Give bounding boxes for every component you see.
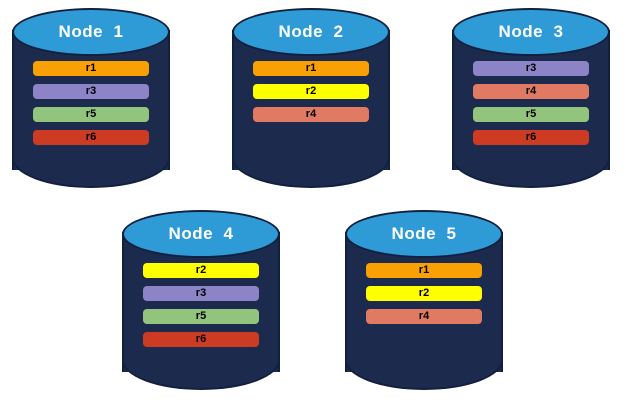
node-title-label: Node 2 xyxy=(278,22,344,41)
record-list: r1 r3 r5 r6 xyxy=(33,61,149,153)
record-label: r1 xyxy=(305,62,317,74)
record-label: r4 xyxy=(305,108,317,120)
database-node-1[interactable]: Node 1 r1 r3 r5 r6 xyxy=(12,8,170,190)
record-bar-r6[interactable]: r6 xyxy=(33,130,149,145)
record-bar-r6[interactable]: r6 xyxy=(143,332,259,347)
record-list: r1 r2 r4 xyxy=(366,263,482,332)
cylinder-top-ellipse xyxy=(345,210,503,258)
database-node-3[interactable]: Node 3 r3 r4 r5 r6 xyxy=(452,8,610,190)
record-list: r1 r2 r4 xyxy=(253,61,369,130)
record-label: r5 xyxy=(195,310,207,322)
node-title-label: Node 1 xyxy=(58,22,124,41)
record-bar-r2[interactable]: r2 xyxy=(143,263,259,278)
database-node-2[interactable]: Node 2 r1 r2 r4 xyxy=(232,8,390,190)
record-bar-r4[interactable]: r4 xyxy=(366,309,482,324)
record-bar-r4[interactable]: r4 xyxy=(253,107,369,122)
record-bar-r5[interactable]: r5 xyxy=(33,107,149,122)
record-label: r2 xyxy=(418,287,430,299)
record-label: r6 xyxy=(85,131,97,143)
record-bar-r1[interactable]: r1 xyxy=(366,263,482,278)
record-label: r5 xyxy=(525,108,537,120)
record-bar-r1[interactable]: r1 xyxy=(253,61,369,76)
record-list: r2 r3 r5 r6 xyxy=(143,263,259,355)
record-bar-r2[interactable]: r2 xyxy=(253,84,369,99)
database-node-5[interactable]: Node 5 r1 r2 r4 xyxy=(345,210,503,392)
database-node-4[interactable]: Node 4 r2 r3 r5 r6 xyxy=(122,210,280,392)
record-bar-r2[interactable]: r2 xyxy=(366,286,482,301)
record-bar-r1[interactable]: r1 xyxy=(33,61,149,76)
record-label: r3 xyxy=(195,287,207,299)
node-title-label: Node 3 xyxy=(498,22,564,41)
record-bar-r3[interactable]: r3 xyxy=(143,286,259,301)
cylinder-top-ellipse xyxy=(122,210,280,258)
node-title-label: Node 4 xyxy=(168,224,234,243)
record-label: r3 xyxy=(85,85,97,97)
record-label: r5 xyxy=(85,108,97,120)
cylinder-top-ellipse xyxy=(452,8,610,56)
cylinder-bottom-ellipse xyxy=(232,128,390,188)
cylinder-top-ellipse xyxy=(12,8,170,56)
record-label: r4 xyxy=(525,85,537,97)
record-bar-r3[interactable]: r3 xyxy=(473,61,589,76)
record-label: r1 xyxy=(418,264,430,276)
record-bar-r3[interactable]: r3 xyxy=(33,84,149,99)
record-label: r6 xyxy=(195,333,207,345)
record-label: r2 xyxy=(195,264,207,276)
node-title-label: Node 5 xyxy=(391,224,457,243)
record-label: r6 xyxy=(525,131,537,143)
record-bar-r6[interactable]: r6 xyxy=(473,130,589,145)
record-bar-r5[interactable]: r5 xyxy=(473,107,589,122)
record-label: r2 xyxy=(305,85,317,97)
record-label: r3 xyxy=(525,62,537,74)
record-list: r3 r4 r5 r6 xyxy=(473,61,589,153)
record-bar-r4[interactable]: r4 xyxy=(473,84,589,99)
cylinder-top-ellipse xyxy=(232,8,390,56)
record-bar-r5[interactable]: r5 xyxy=(143,309,259,324)
record-label: r4 xyxy=(418,310,430,322)
cylinder-bottom-ellipse xyxy=(345,330,503,390)
record-label: r1 xyxy=(85,62,97,74)
